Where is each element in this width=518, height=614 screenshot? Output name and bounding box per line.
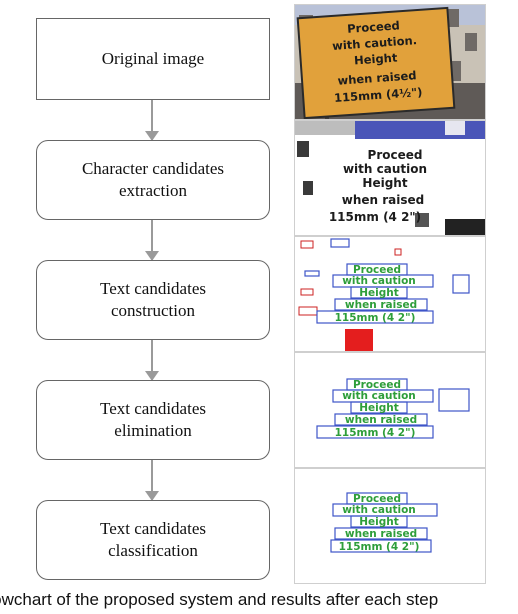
class-line-4: when raised xyxy=(345,528,417,540)
elim-line-1: Proceed xyxy=(353,379,401,391)
sign-line-5: 115mm (4½") xyxy=(334,85,423,105)
elim-line-5: 115mm (4 2") xyxy=(335,427,416,439)
panel-character-extraction: Proceed with caution Height when raised … xyxy=(294,120,486,236)
arrow-2 xyxy=(145,220,159,261)
step-text-candidates-construction-label: Text candidates construction xyxy=(100,279,206,320)
construct-line-3: Height xyxy=(359,287,399,299)
bin-line-5: 115mm (4 2") xyxy=(329,210,421,224)
step-text-candidates-construction: Text candidates construction xyxy=(36,260,270,340)
sign-line-3: Height xyxy=(354,50,399,67)
arrow-4 xyxy=(145,460,159,501)
step-text-candidates-classification: Text candidates classification xyxy=(36,500,270,580)
step-original-image-label: Original image xyxy=(101,49,205,68)
construct-line-2: with caution xyxy=(342,275,416,287)
sign-line-4: when raised xyxy=(337,68,417,87)
elim-line-2: with caution xyxy=(342,390,416,402)
sign-line-1: Proceed xyxy=(347,18,401,36)
bin-line-4: when raised xyxy=(342,193,425,207)
panel-text-elimination: Proceed with caution Height when raised … xyxy=(294,352,486,468)
panel-text-construction: Proceed with caution Height when raised … xyxy=(294,236,486,352)
construct-line-1: Proceed xyxy=(353,264,401,276)
figure-caption-text: Flowchart of the proposed system and res… xyxy=(0,590,439,609)
panel-text-classification: Proceed with caution Height when raised … xyxy=(294,468,486,584)
sign-line-2: with caution. xyxy=(332,33,418,53)
step-original-image: Original image xyxy=(36,18,270,100)
arrow-3 xyxy=(145,340,159,381)
step-character-candidates-extraction: Character candidates extraction xyxy=(36,140,270,220)
class-line-3: Height xyxy=(359,516,399,528)
construct-line-5: 115mm (4 2") xyxy=(335,312,416,324)
bin-line-2: with caution xyxy=(343,162,427,176)
step-text-candidates-elimination-label: Text candidates elimination xyxy=(100,399,206,440)
elim-line-4: when raised xyxy=(345,414,417,426)
step-character-candidates-extraction-label: Character candidates extraction xyxy=(81,159,225,200)
elim-line-3: Height xyxy=(359,402,399,414)
arrow-1 xyxy=(145,100,159,141)
figure-caption: Flowchart of the proposed system and res… xyxy=(0,590,518,610)
class-line-2: with caution xyxy=(342,504,416,516)
step-text-candidates-classification-label: Text candidates classification xyxy=(100,519,206,560)
bin-line-1: Proceed xyxy=(368,148,423,162)
construct-line-4: when raised xyxy=(345,299,417,311)
class-line-1: Proceed xyxy=(353,493,401,505)
bin-line-3: Height xyxy=(362,176,407,190)
panel-original-photo: Proceed with caution. Height when raised… xyxy=(294,4,486,120)
step-text-candidates-elimination: Text candidates elimination xyxy=(36,380,270,460)
class-line-5: 115mm (4 2") xyxy=(339,541,420,553)
